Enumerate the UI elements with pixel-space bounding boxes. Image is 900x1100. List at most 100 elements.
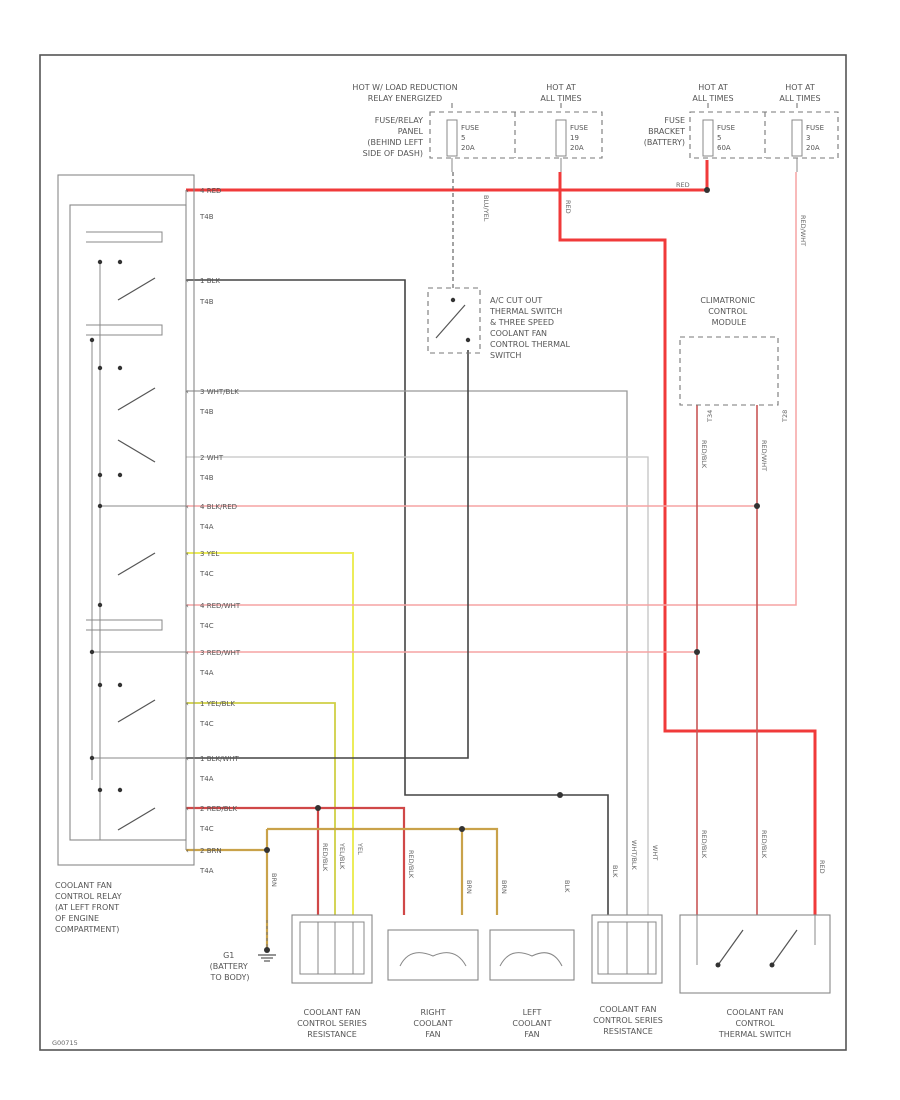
wire-wht-blk (186, 390, 628, 915)
wire-blk (186, 279, 609, 915)
diagram-frame (39, 54, 847, 1051)
relay-contact-dots (89, 259, 123, 793)
wire-brn-ground (186, 848, 269, 950)
svg-text:‹: ‹ (186, 649, 189, 657)
climatronic-control-module (679, 336, 779, 406)
svg-text:2 WHT: 2 WHT (200, 454, 224, 462)
ac-thermal-switch (427, 287, 481, 354)
svg-text:WHT: WHT (651, 845, 659, 860)
svg-text:‹: ‹ (186, 277, 189, 285)
ac-switch-label: A/C CUT OUT THERMAL SWITCH & THREE SPEED… (489, 296, 573, 360)
wire-yel (186, 552, 354, 915)
left-coolant-fan (489, 929, 575, 981)
svg-text:BLK: BLK (611, 865, 619, 878)
relay-switch-arms (92, 277, 186, 831)
svg-text:T4C: T4C (199, 622, 214, 630)
wire-wht (186, 456, 649, 915)
svg-text:WHT/BLK: WHT/BLK (630, 840, 638, 871)
svg-text:BLK: BLK (563, 880, 571, 893)
svg-text:BRN: BRN (500, 880, 508, 894)
svg-text:‹: ‹ (186, 550, 189, 558)
svg-text:T4C: T4C (199, 570, 214, 578)
coolant-fan-thermal-switch (679, 914, 831, 994)
svg-text:3 RED/WHT: 3 RED/WHT (200, 649, 241, 657)
svg-text:2 RED/BLK: 2 RED/BLK (200, 805, 237, 813)
svg-text:‹: ‹ (186, 388, 189, 396)
svg-text:4 BLK/RED: 4 BLK/RED (200, 503, 237, 511)
relay-pin-terminals: ‹ ‹ ‹ ‹ ‹ ‹ ‹ ‹ ‹ ‹ ‹ (186, 187, 189, 855)
svg-text:T4B: T4B (199, 298, 214, 306)
svg-text:‹: ‹ (186, 805, 189, 813)
svg-text:1 BLK/WHT: 1 BLK/WHT (200, 755, 240, 763)
svg-text:RED/BLK: RED/BLK (407, 850, 415, 879)
svg-text:YEL: YEL (356, 842, 364, 855)
wire-red-wht-t4c (186, 172, 797, 606)
fuse-panel-box (429, 111, 603, 159)
page-code: G00715 (52, 1039, 78, 1047)
svg-text:RED: RED (818, 860, 826, 874)
svg-text:1 BLK: 1 BLK (200, 277, 220, 285)
svg-text:T4B: T4B (199, 474, 214, 482)
junction-dot (557, 792, 563, 798)
svg-text:BRN: BRN (465, 880, 473, 894)
svg-text:T4C: T4C (199, 825, 214, 833)
svg-text:RED/WHT: RED/WHT (799, 215, 807, 246)
wire-red-fuse2 (558, 172, 817, 915)
climatronic-pin-t28: T28 (781, 410, 789, 423)
svg-text:‹: ‹ (186, 755, 189, 763)
svg-text:RED/BLK: RED/BLK (700, 830, 708, 859)
svg-text:RED/BLK: RED/BLK (321, 843, 329, 872)
svg-text:T4A: T4A (199, 669, 214, 677)
svg-text:4 RED/WHT: 4 RED/WHT (200, 602, 241, 610)
wire-red-blk-t4c (186, 806, 406, 915)
ground-label: G1 (BATTERY TO BODY) (209, 951, 250, 982)
svg-text:RED/BLK: RED/BLK (700, 440, 708, 469)
svg-text:T4A: T4A (199, 523, 214, 531)
svg-text:‹: ‹ (186, 847, 189, 855)
relay-pin-labels: 4 RED T4B 1 BLK T4B 3 WHT/BLK T4B 2 WHT … (199, 187, 241, 875)
svg-text:4 RED: 4 RED (200, 187, 221, 195)
svg-text:3 YEL: 3 YEL (200, 550, 219, 558)
relay-label: COOLANT FAN CONTROL RELAY (AT LEFT FRONT… (55, 881, 124, 934)
wire-red-main (186, 160, 709, 192)
svg-text:RED: RED (676, 181, 690, 189)
junction-dot (754, 503, 760, 509)
svg-text:T4B: T4B (199, 408, 214, 416)
junction-dot (694, 649, 700, 655)
ground-dot (264, 947, 270, 953)
svg-text:T4A: T4A (199, 867, 214, 875)
right-coolant-fan (387, 929, 479, 981)
svg-text:‹: ‹ (186, 700, 189, 708)
svg-text:RED/BLK: RED/BLK (760, 830, 768, 859)
svg-text:‹: ‹ (186, 602, 189, 610)
wire-blk-wht (186, 350, 469, 759)
junction-dot (459, 826, 465, 832)
svg-text:RED/WHT: RED/WHT (760, 440, 768, 471)
svg-text:T4B: T4B (199, 213, 214, 221)
svg-text:3 WHT/BLK: 3 WHT/BLK (200, 388, 239, 396)
series-resistance-1 (291, 914, 373, 984)
junction-dot (704, 187, 710, 193)
ground-g1 (258, 954, 276, 962)
svg-text:YEL/BLK: YEL/BLK (338, 842, 346, 870)
fuse-bracket-box (689, 111, 839, 159)
svg-text:T4A: T4A (199, 775, 214, 783)
junction-dot (315, 805, 321, 811)
svg-text:‹: ‹ (186, 187, 189, 195)
climatronic-label: CLIMATRONIC CONTROL MODULE (700, 296, 757, 327)
series-resistance-2 (591, 914, 663, 984)
svg-text:BLU/YEL: BLU/YEL (482, 195, 490, 222)
svg-text:‹: ‹ (186, 503, 189, 511)
